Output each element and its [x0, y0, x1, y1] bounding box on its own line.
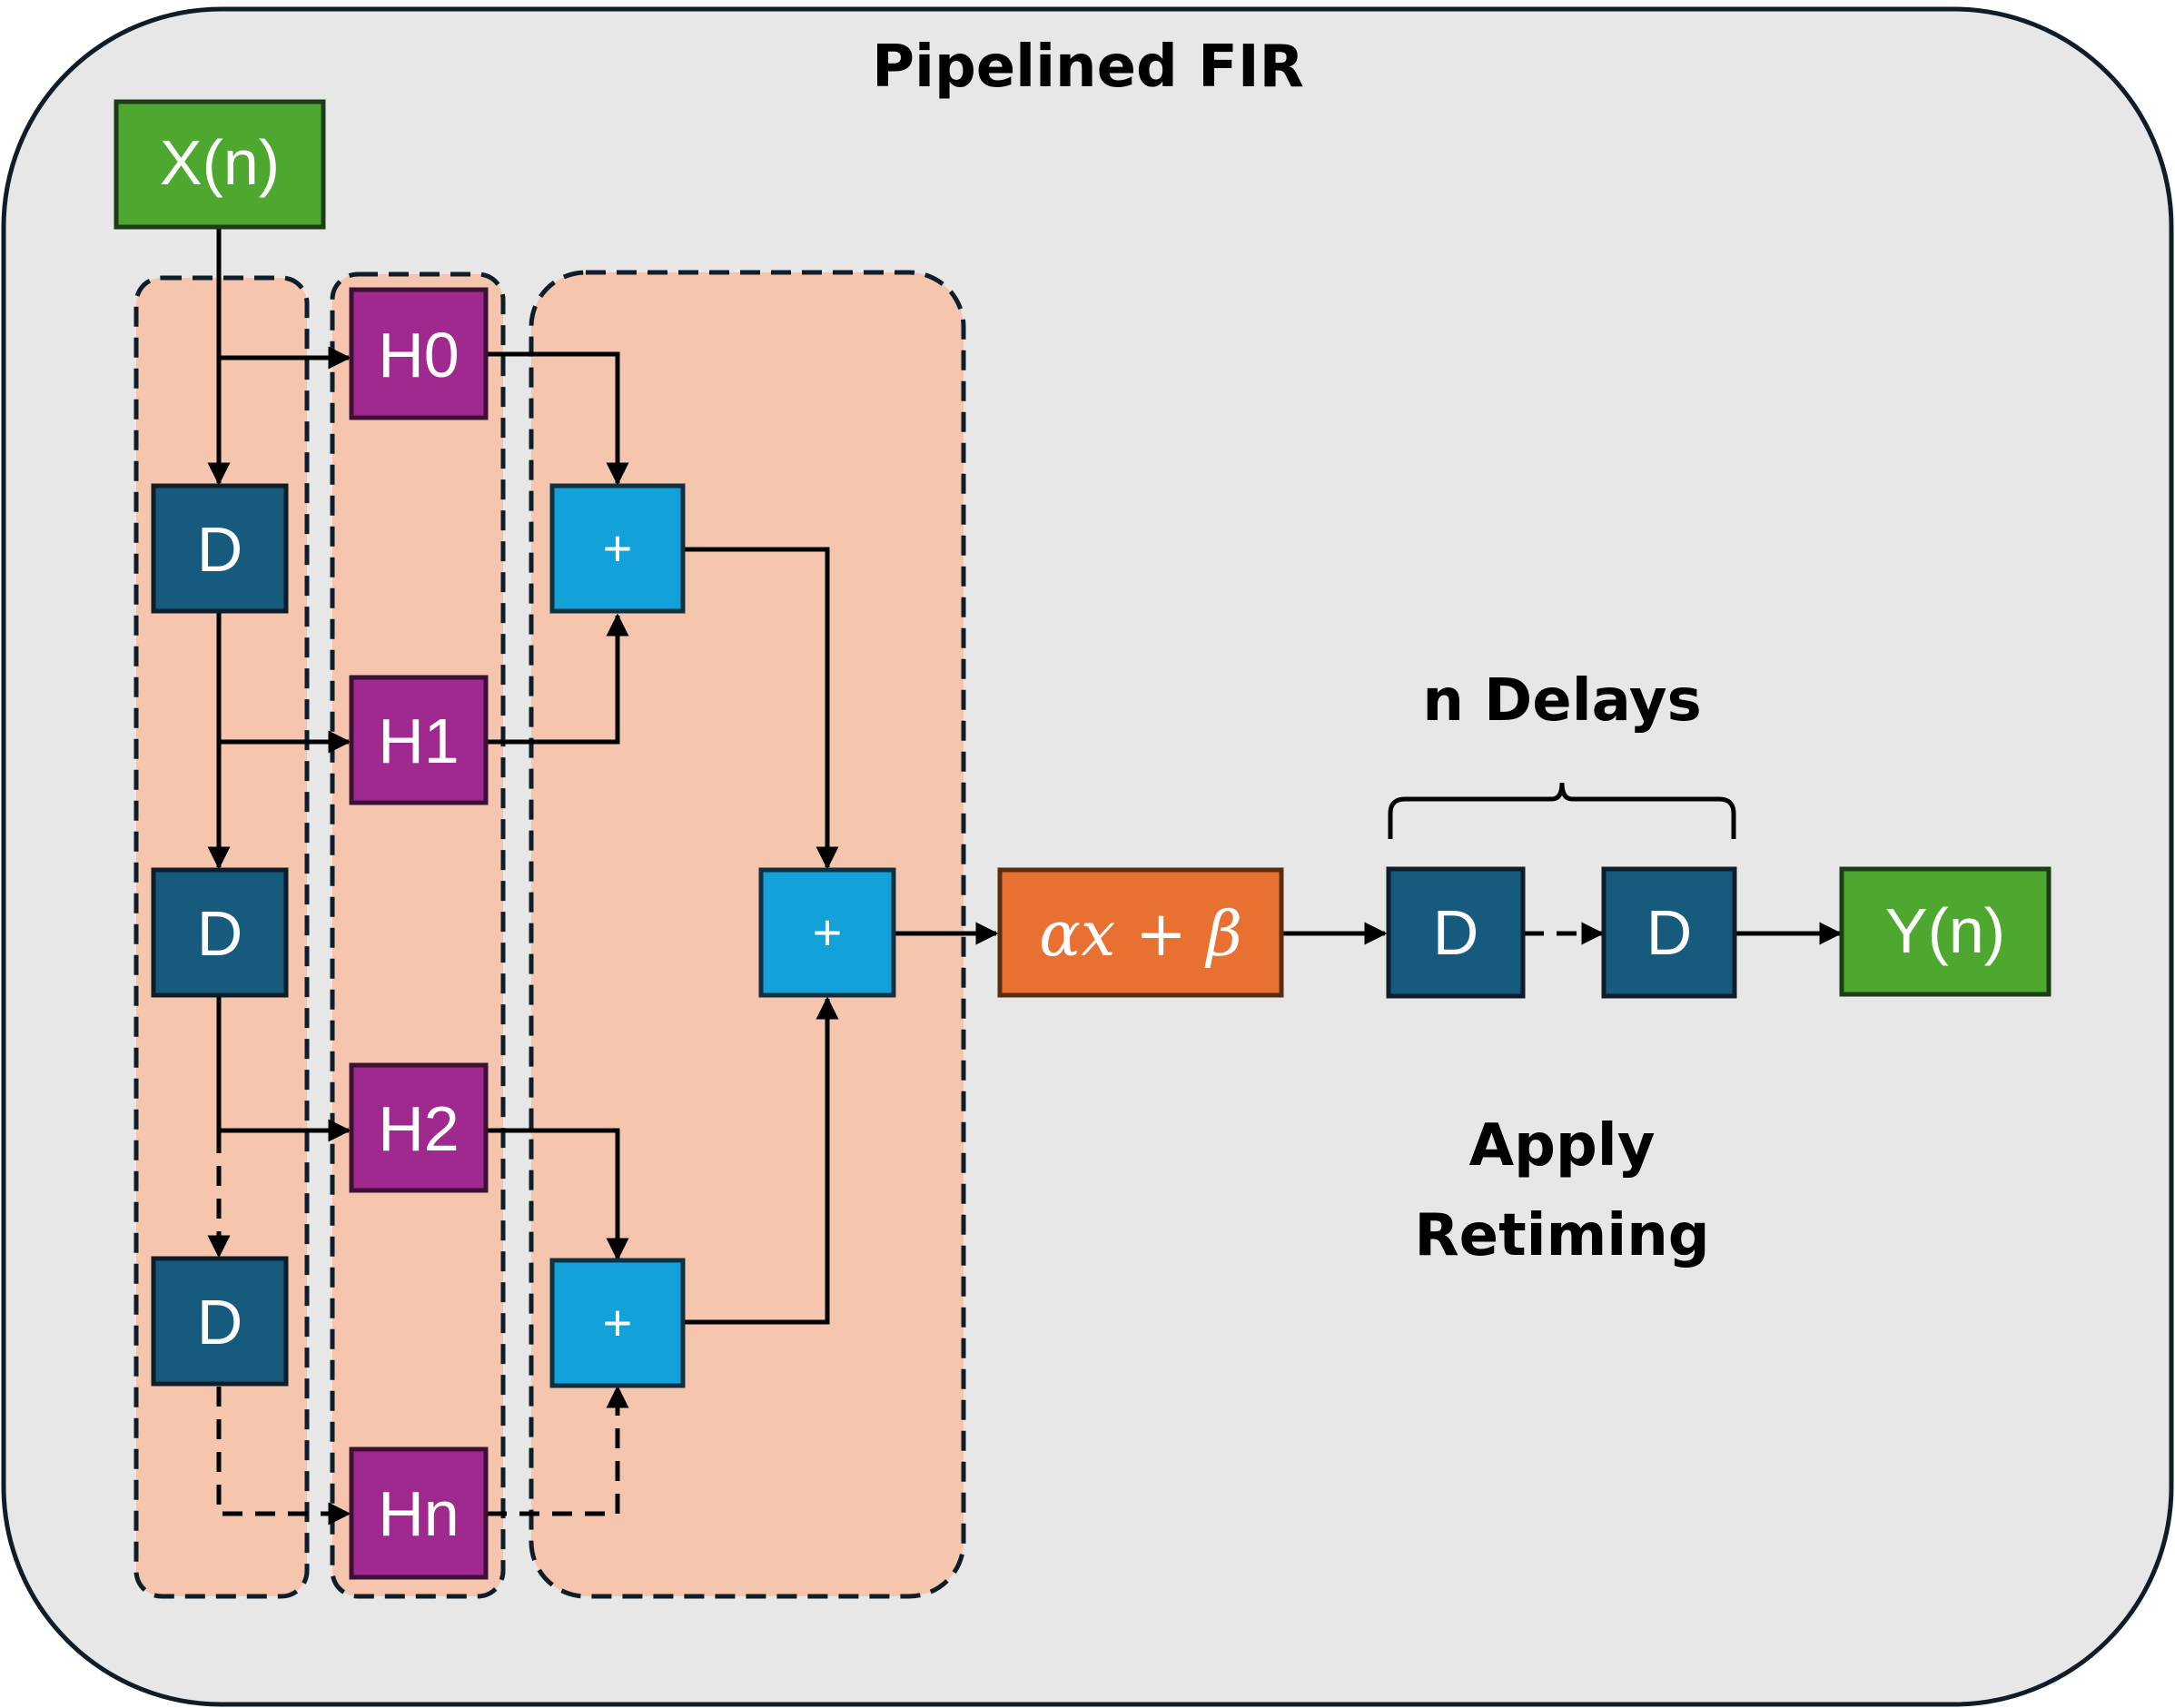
- wire-d3-to-hn: [216, 1387, 351, 1525]
- delay-label: D: [197, 514, 243, 585]
- apply-retiming-line2: Retiming: [1414, 1202, 1709, 1269]
- delays-brace: [1388, 782, 1736, 839]
- coef-label-h0: H0: [378, 320, 459, 390]
- diagram-title: Pipelined FIR: [872, 34, 1304, 101]
- input-label: X(n): [160, 127, 280, 198]
- adder-block-final: +: [758, 867, 896, 998]
- output-block: Y(n): [1839, 866, 2051, 997]
- adder-label: +: [603, 519, 633, 577]
- input-block: X(n): [114, 99, 326, 230]
- outer-frame: [1, 6, 2174, 1707]
- coef-label-h1: H1: [378, 706, 459, 776]
- affine-label: αx + β: [1039, 899, 1242, 971]
- adder-label: +: [813, 903, 843, 961]
- wire-add2-to-add3: [683, 996, 839, 1325]
- adder-block-1: +: [549, 483, 686, 614]
- wire-hn-to-add2: [487, 1385, 629, 1516]
- coef-label-h2: H2: [378, 1093, 459, 1164]
- delay-label: D: [197, 1287, 243, 1358]
- delay-block-1: D: [151, 483, 289, 614]
- wire-h0-to-add1: [487, 351, 629, 486]
- delay-block-3: D: [151, 1256, 289, 1387]
- coefficient-group: [330, 272, 506, 1599]
- adder-block-2: +: [549, 1258, 686, 1388]
- n-delays-label: n Delays: [1422, 667, 1701, 735]
- output-label: Y(n): [1885, 895, 2005, 966]
- delay-label: D: [1433, 897, 1479, 968]
- coef-block-h2: H2: [349, 1062, 489, 1193]
- wire-h1-to-add1: [487, 613, 629, 745]
- apply-retiming-line1: Apply: [1469, 1112, 1656, 1180]
- wire-h2-to-add2: [487, 1128, 629, 1261]
- coef-block-h1: H1: [349, 675, 489, 805]
- coef-label-hn: Hn: [378, 1478, 459, 1549]
- coef-block-h0: H0: [349, 287, 489, 420]
- wire-add1-to-add3: [683, 547, 839, 870]
- delay-label: D: [1646, 897, 1693, 968]
- delay-label: D: [197, 898, 243, 969]
- coef-block-hn: Hn: [349, 1446, 489, 1580]
- affine-block: αx + β: [997, 867, 1284, 998]
- retiming-delay-1: D: [1386, 866, 1526, 999]
- adder-label: +: [603, 1294, 633, 1351]
- delay-block-2: D: [151, 867, 289, 998]
- retiming-delay-n: D: [1601, 866, 1737, 999]
